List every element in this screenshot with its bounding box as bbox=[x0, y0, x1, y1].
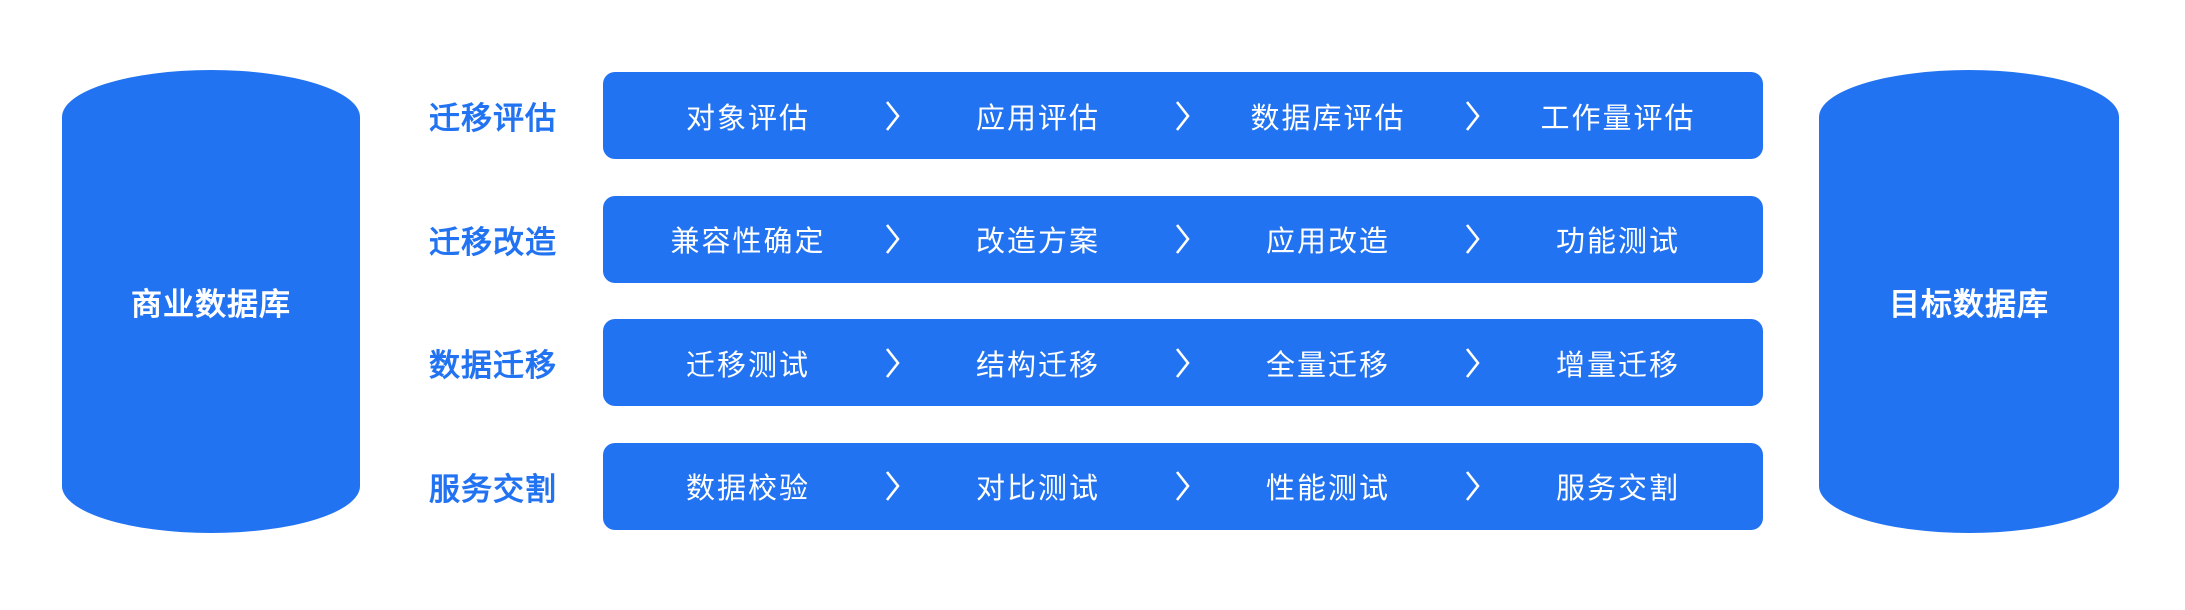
process-step: 迁移测试 bbox=[685, 349, 810, 382]
process-row-data-migration: 数据迁移 迁移测试 结构迁移 全量迁移 增量迁移 bbox=[417, 319, 1763, 406]
process-step: 数据库评估 bbox=[1250, 102, 1406, 135]
process-step: 改造方案 bbox=[975, 226, 1100, 258]
process-step: 对比测试 bbox=[975, 473, 1100, 505]
process-step: 增量迁移 bbox=[1555, 349, 1680, 382]
process-step: 服务交割 bbox=[1555, 473, 1680, 505]
source-database-label: 商业数据库 bbox=[131, 287, 291, 322]
source-database-cylinder: 商业数据库 bbox=[62, 70, 360, 533]
process-bar: 对象评估 应用评估 数据库评估 工作量评估 bbox=[603, 72, 1763, 159]
process-bar: 迁移测试 结构迁移 全量迁移 增量迁移 bbox=[603, 319, 1763, 406]
process-step: 功能测试 bbox=[1555, 226, 1680, 258]
process-step: 全量迁移 bbox=[1265, 349, 1390, 382]
process-step: 性能测试 bbox=[1265, 473, 1390, 505]
row-label: 服务交割 bbox=[429, 471, 557, 507]
row-label: 迁移改造 bbox=[429, 224, 557, 260]
process-bar: 兼容性确定 改造方案 应用改造 功能测试 bbox=[603, 195, 1763, 283]
database-cylinder-icon bbox=[62, 70, 360, 533]
process-row-transformation: 迁移改造 兼容性确定 改造方案 应用改造 功能测试 bbox=[417, 195, 1763, 283]
process-row-assessment: 迁移评估 对象评估 应用评估 数据库评估 工作量评估 bbox=[417, 72, 1763, 159]
process-step: 结构迁移 bbox=[975, 349, 1100, 382]
process-step: 对象评估 bbox=[685, 102, 810, 135]
process-step: 兼容性确定 bbox=[670, 226, 826, 258]
process-step: 数据校验 bbox=[685, 473, 810, 505]
process-bar: 数据校验 对比测试 性能测试 服务交割 bbox=[603, 442, 1763, 530]
target-database-cylinder: 目标数据库 bbox=[1819, 70, 2119, 533]
process-rows: 迁移评估 对象评估 应用评估 数据库评估 工作量评估 迁移改造 兼容性确定 改造… bbox=[417, 72, 1763, 530]
target-database-label: 目标数据库 bbox=[1889, 287, 2049, 322]
process-step: 应用评估 bbox=[975, 102, 1100, 135]
row-label: 数据迁移 bbox=[429, 348, 557, 383]
database-cylinder-icon bbox=[1819, 70, 2119, 533]
process-row-service-handover: 服务交割 数据校验 对比测试 性能测试 服务交割 bbox=[417, 442, 1763, 530]
process-step: 工作量评估 bbox=[1540, 102, 1696, 135]
process-step: 应用改造 bbox=[1265, 226, 1390, 258]
row-label: 迁移评估 bbox=[429, 101, 557, 136]
